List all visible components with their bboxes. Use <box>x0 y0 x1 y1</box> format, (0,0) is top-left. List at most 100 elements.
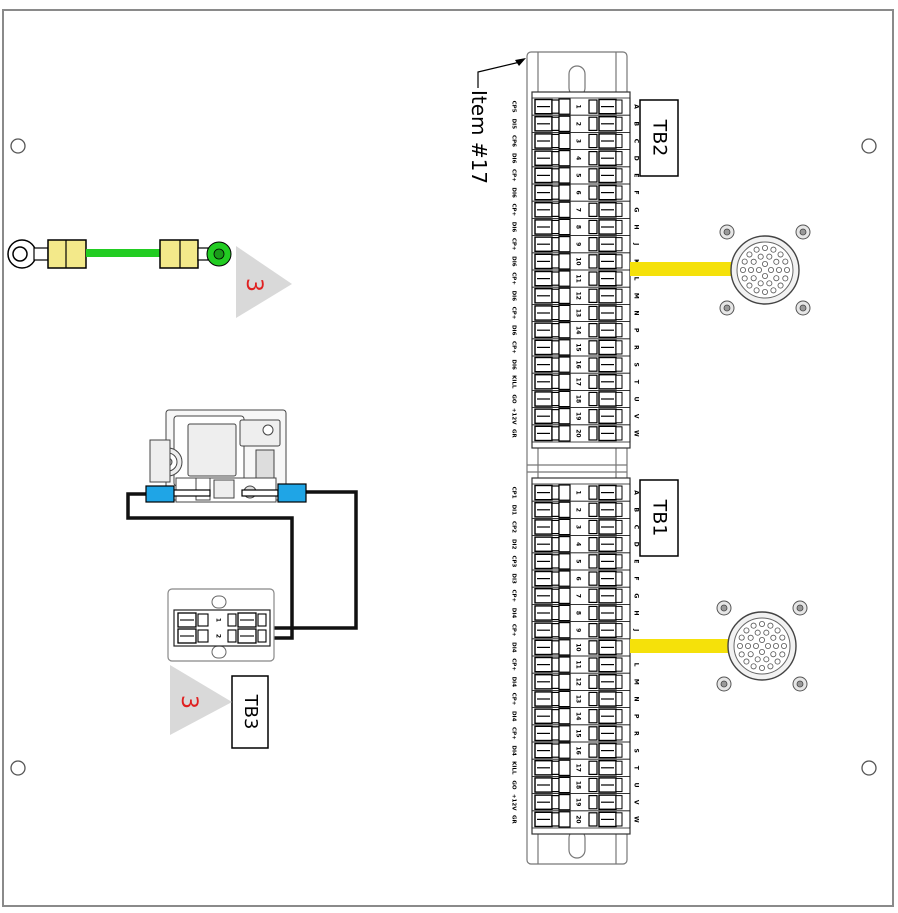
wire-entry-icon <box>551 554 560 569</box>
wire-entry-icon <box>551 409 560 424</box>
wire-entry-icon <box>551 133 560 149</box>
connector-pin <box>746 282 753 289</box>
terminal-signal: CP1 <box>511 487 517 499</box>
wire-entry-icon <box>588 116 598 131</box>
terminal-signal: KILL <box>511 375 517 389</box>
wire-entry-icon <box>551 812 560 827</box>
terminal-letter: J <box>633 242 640 245</box>
connector-pin <box>746 251 753 258</box>
wire-entry-icon <box>588 691 598 707</box>
connector-pin <box>770 634 777 641</box>
terminal-signal: DI4 <box>511 642 517 653</box>
terminal-number: 19 <box>575 412 582 420</box>
connector-pin <box>757 253 764 260</box>
connector-pin <box>753 246 760 253</box>
wire-entry-icon <box>588 254 598 269</box>
connector-pin <box>754 629 761 636</box>
circle-hole-icon <box>10 760 26 776</box>
wire-entry-icon <box>551 502 560 518</box>
wire-entry-icon <box>588 812 598 827</box>
wire-entry-icon <box>551 374 560 390</box>
wire-entry-icon <box>551 588 560 604</box>
wire-entry-icon <box>588 323 598 338</box>
terminal-letter: V <box>633 414 640 419</box>
terminal-number: 5 <box>575 559 582 563</box>
item-17-label: Item #17 <box>467 90 491 184</box>
connector-pin <box>777 282 784 289</box>
connector-pin <box>759 665 766 672</box>
tb3-terminal-number: 1 <box>215 618 222 622</box>
terminal-signal: CP+ <box>511 238 517 251</box>
wire-entry-icon <box>551 726 560 741</box>
connector-pin <box>753 287 760 294</box>
terminal-signal: CP+ <box>511 624 517 637</box>
item-17-callout: Item #17 <box>467 58 526 184</box>
connector-pin <box>762 244 769 251</box>
connector-pin <box>743 658 750 665</box>
connector-pin <box>770 287 777 294</box>
terminal-signal: DI1 <box>511 505 517 516</box>
terminal-number: 9 <box>575 628 582 632</box>
connector-pin <box>747 651 754 658</box>
terminal-number: 9 <box>575 242 582 246</box>
connector-pin <box>784 266 791 273</box>
terminal-number: 8 <box>575 225 582 229</box>
terminal-letter: T <box>633 766 640 771</box>
terminal-signal: DI6 <box>511 187 517 198</box>
terminal-row: 9 J CP+ <box>511 235 640 254</box>
terminal-signal: DI4 <box>511 711 517 722</box>
mount-holes <box>10 138 877 776</box>
terminal-number: 6 <box>575 191 582 195</box>
wire-entry-icon <box>551 305 560 321</box>
terminal-signal: +12V <box>511 408 517 425</box>
tb1-label-box: TB1 <box>639 479 679 557</box>
circular-connector-icon <box>716 600 808 692</box>
callout-triangle-bottom: 3 <box>170 665 232 735</box>
wire-entry-icon <box>551 219 560 235</box>
terminal-letter: M <box>633 293 640 299</box>
wire-entry-icon <box>551 202 560 217</box>
tb3-terminal-row: 2 <box>177 628 267 644</box>
terminal-number: 7 <box>575 208 582 212</box>
terminal-block-tb3: 12 <box>167 588 275 662</box>
black-wires <box>126 490 358 640</box>
terminal-number: 11 <box>575 660 582 668</box>
wire-entry-icon <box>551 237 560 252</box>
wire-entry-icon <box>588 271 598 286</box>
wire-entry-icon <box>551 691 560 707</box>
wire-entry-icon <box>588 605 598 621</box>
wire-entry-icon <box>551 485 560 500</box>
wire-entry-icon <box>551 323 560 338</box>
connector-pin <box>774 627 781 634</box>
connector-pin <box>779 651 786 658</box>
wire-entry-icon <box>588 657 598 672</box>
terminal-number: 18 <box>575 395 582 403</box>
terminal-number: 15 <box>575 343 582 351</box>
wire-entry-icon <box>588 409 598 424</box>
ground-lug-barrel <box>159 239 199 269</box>
terminal-letter: P <box>633 328 640 333</box>
wire-entry-icon <box>588 357 598 372</box>
connector-pin <box>782 275 789 282</box>
terminal-signal: CP2 <box>511 521 517 533</box>
wire-entry-icon <box>551 536 560 552</box>
callout-triangle-top: 3 <box>236 246 292 318</box>
wire-entry-icon <box>551 657 560 672</box>
wire-entry-icon <box>551 519 560 535</box>
terminal-letter: E <box>633 559 640 563</box>
terminal-number: 2 <box>575 122 582 126</box>
callout-number-bottom: 3 <box>176 695 201 709</box>
wire-entry-icon <box>588 133 598 149</box>
wire-entry-icon <box>588 185 598 200</box>
circle-hole-icon <box>861 760 877 776</box>
wire-entry-icon <box>551 622 560 638</box>
wire-entry-icon <box>588 168 598 183</box>
terminal-letter: R <box>633 731 640 736</box>
terminal-letter: U <box>633 397 640 402</box>
terminal-letter: P <box>633 714 640 719</box>
connector-pin <box>745 643 752 650</box>
